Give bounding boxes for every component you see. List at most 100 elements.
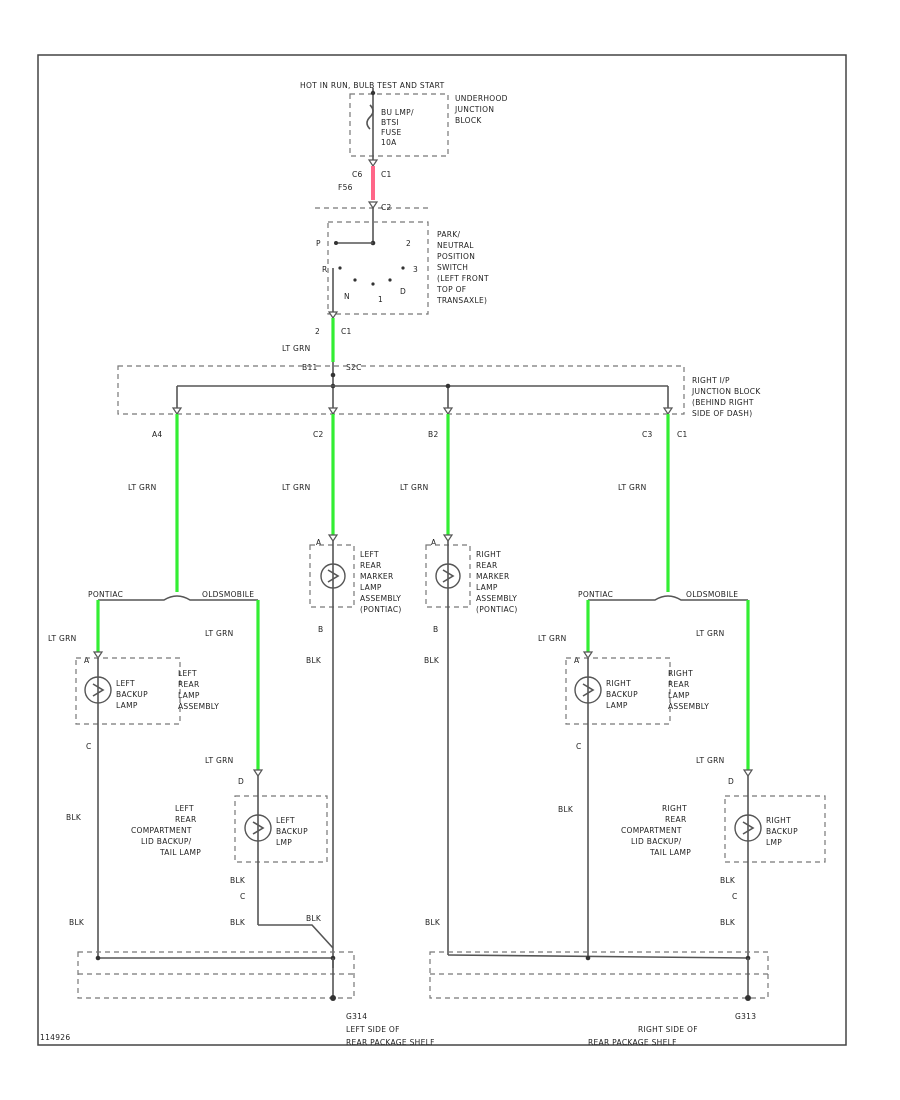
right-variant-split: [640, 595, 690, 601]
left-backup-wire-blk-2: BLK: [69, 918, 85, 927]
right-marker-label-1: RIGHT: [476, 550, 501, 559]
right-comp-desc-2: REAR: [665, 815, 687, 824]
switch-contact: [353, 278, 357, 282]
right-backup-name-3: LAMP: [606, 701, 628, 710]
right-marker-label-6: (PONTIAC): [476, 605, 518, 614]
left-rear-lamp-assembly-box: [75, 657, 181, 725]
switch-contact: [401, 266, 405, 270]
bulb-filament: [582, 683, 595, 697]
left-comp-desc-3: COMPARTMENT: [131, 826, 192, 835]
connector-a4: [171, 407, 183, 416]
left-backup-pin-a: A: [84, 656, 90, 665]
left-comp-name-3: LMP: [276, 838, 292, 847]
wire-color-c3: LT GRN: [618, 483, 647, 492]
fuse-line-3: FUSE: [381, 128, 402, 137]
junction-label-2: JUNCTION BLOCK: [691, 387, 761, 396]
switch-contact-p: [334, 241, 338, 245]
right-backup-assy-4: ASSEMBLY: [668, 702, 709, 711]
left-comp-connector: [252, 769, 264, 778]
right-comp-wire-blk: BLK: [720, 876, 736, 885]
right-marker-label-2: REAR: [476, 561, 498, 570]
left-ground-splice: [95, 955, 101, 961]
wire-color-b2: LT GRN: [400, 483, 429, 492]
left-comp-desc-5: TAIL LAMP: [159, 848, 201, 857]
junction-pin-label: B11: [302, 363, 318, 372]
right-backup-wire-color: LT GRN: [538, 634, 567, 643]
right-comp-desc-3: COMPARTMENT: [621, 826, 682, 835]
right-marker-pin-a: A: [431, 538, 437, 547]
wire-color-c2: LT GRN: [282, 483, 311, 492]
hot-in-run-label: HOT IN RUN, BULB TEST AND START: [300, 81, 445, 90]
switch-label-1: PARK/: [437, 230, 461, 239]
underhood-label-2: JUNCTION: [454, 105, 494, 114]
switch-out-pin: 2: [315, 327, 320, 336]
switch-pos-2: 2: [406, 239, 411, 248]
right-backup-assy-2: REAR: [668, 680, 690, 689]
left-marker-label-3: MARKER: [360, 572, 393, 581]
switch-pos-p: P: [316, 239, 321, 248]
left-marker-label-6: (PONTIAC): [360, 605, 402, 614]
junction-label-4: SIDE OF DASH): [692, 409, 752, 418]
switch-pos-d: D: [400, 287, 406, 296]
left-backup-pin-c: C: [86, 742, 92, 751]
pin-b2: B2: [428, 430, 439, 439]
left-comp-name-1: LEFT: [276, 816, 295, 825]
right-ground-point: [745, 995, 751, 1001]
right-ground-label-1: RIGHT SIDE OF: [638, 1025, 698, 1034]
right-comp-desc-5: TAIL LAMP: [649, 848, 691, 857]
left-comp-name-2: BACKUP: [276, 827, 308, 836]
pin-c3: C3: [642, 430, 653, 439]
fuse-line-1: BU LMP/: [381, 108, 414, 117]
switch-label-6: TOP OF: [436, 285, 466, 294]
right-marker-pin-b: B: [433, 625, 438, 634]
switch-label-2: NEUTRAL: [437, 241, 474, 250]
right-backup-name-1: RIGHT: [606, 679, 631, 688]
left-marker-pin-a: A: [316, 538, 322, 547]
left-comp-desc-2: REAR: [175, 815, 197, 824]
right-comp-desc-1: RIGHT: [662, 804, 687, 813]
switch-out-connector-label: C1: [341, 327, 352, 336]
left-backup-assy-3: LAMP: [178, 691, 200, 700]
right-backup-assy-1: RIGHT: [668, 669, 693, 678]
left-comp-wire-blk: BLK: [230, 876, 246, 885]
pin-c1: C1: [677, 430, 688, 439]
switch-label-3: POSITION: [437, 252, 475, 261]
left-backup-name-2: BACKUP: [116, 690, 148, 699]
right-comp-desc-4: LID BACKUP/: [631, 837, 682, 846]
bulb-filament: [252, 821, 265, 835]
left-ground-point: [330, 995, 336, 1001]
left-backup-wire-color: LT GRN: [48, 634, 77, 643]
left-comp-desc-4: LID BACKUP/: [141, 837, 192, 846]
junction-splice-label: S2C: [346, 363, 362, 372]
right-comp-connector: [742, 769, 754, 778]
connector-c3: [662, 407, 674, 416]
right-marker-wire-color: BLK: [424, 656, 440, 665]
switch-contact: [388, 278, 392, 282]
underhood-label-1: UNDERHOOD: [455, 94, 508, 103]
diagram-frame: [37, 54, 847, 1046]
left-marker-label-5: ASSEMBLY: [360, 594, 401, 603]
wire-color-a4: LT GRN: [128, 483, 157, 492]
right-ground-id: G313: [735, 1012, 756, 1021]
switch-contact: [371, 282, 375, 286]
right-comp-name-1: RIGHT: [766, 816, 791, 825]
left-marker-label-4: LAMP: [360, 583, 382, 592]
left-backup-name-3: LAMP: [116, 701, 138, 710]
left-comp-wire-blk-2: BLK: [230, 918, 246, 927]
right-backup-wire-blk: BLK: [558, 805, 574, 814]
right-variant-oldsmobile: OLDSMOBILE: [686, 590, 738, 599]
right-backup-assy-3: LAMP: [668, 691, 690, 700]
left-variant-pontiac: PONTIAC: [88, 590, 123, 599]
right-comp-wire-color: LT GRN: [696, 629, 725, 638]
left-variant-split: [150, 595, 200, 601]
underhood-junction-block: [349, 93, 449, 157]
park-neutral-switch-box: [327, 221, 429, 315]
left-ground-id: G314: [346, 1012, 367, 1021]
right-comp-name-2: BACKUP: [766, 827, 798, 836]
left-jog-wire-blk: BLK: [306, 914, 322, 923]
left-variant-oldsmobile: OLDSMOBILE: [202, 590, 254, 599]
left-marker-connector: [327, 534, 339, 543]
left-comp-lamp-box: [234, 795, 328, 863]
switch-pos-r: R: [322, 265, 328, 274]
c2-label: C2: [381, 203, 392, 212]
